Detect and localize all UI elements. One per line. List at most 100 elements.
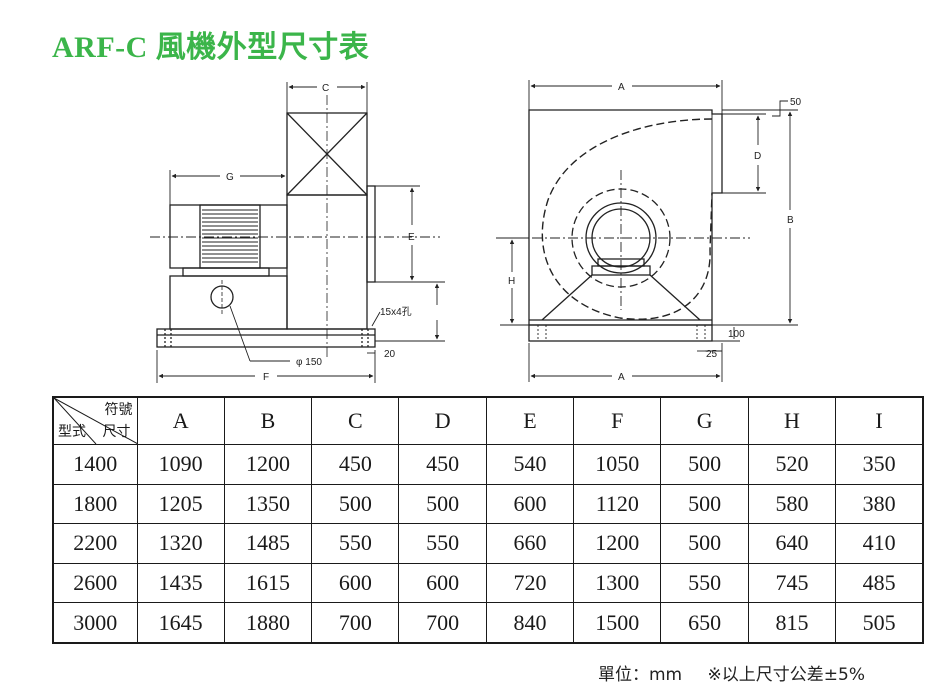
value-cell: 1645 xyxy=(136,602,225,644)
corner-label-model: 型式 xyxy=(58,425,86,440)
value-cell: 350 xyxy=(835,444,924,485)
value-cell: 550 xyxy=(311,523,400,564)
value-cell: 1500 xyxy=(573,602,662,644)
corner-label-symbol: 符號 xyxy=(104,403,133,418)
value-cell: 720 xyxy=(485,562,575,604)
value-cell: 1320 xyxy=(136,523,225,564)
value-cell: 1120 xyxy=(573,483,662,525)
dim-label-hole: 15x4孔 xyxy=(380,306,412,318)
value-cell: 550 xyxy=(660,562,749,604)
value-cell: 1485 xyxy=(223,523,313,564)
value-cell: 745 xyxy=(747,562,837,604)
value-cell: 500 xyxy=(660,444,749,485)
header-i: I xyxy=(835,396,924,445)
dim-label-100: 100 xyxy=(728,329,745,340)
fan-dimension-drawing: C G E F φ 150 15x4孔 20 xyxy=(150,80,802,383)
model-cell: 2200 xyxy=(52,523,138,564)
value-cell: 700 xyxy=(311,602,400,644)
model-cell: 3000 xyxy=(52,602,138,644)
header-h: H xyxy=(747,396,837,445)
header-g: G xyxy=(660,396,749,445)
value-cell: 540 xyxy=(485,444,575,485)
dim-label-a-top: A xyxy=(618,82,625,93)
value-cell: 600 xyxy=(311,562,400,604)
base-frame xyxy=(156,328,376,348)
corner-label-dimension: 尺寸 xyxy=(102,425,131,440)
value-cell: 380 xyxy=(835,483,924,525)
value-cell: 500 xyxy=(398,483,487,525)
dim-label-b: B xyxy=(787,215,794,226)
value-cell: 1350 xyxy=(223,483,313,525)
header-e: E xyxy=(485,396,575,445)
front-view-labels: A A B D H 50 100 25 xyxy=(508,82,802,383)
value-cell: 500 xyxy=(660,523,749,564)
pedestal xyxy=(169,275,288,330)
front-view xyxy=(496,80,798,382)
dim-label-25: 25 xyxy=(706,349,718,360)
value-cell: 600 xyxy=(485,483,575,525)
dim-label-g: G xyxy=(226,172,234,183)
table-header-row: 符號 尺寸 型式 A B C D E F G H I xyxy=(52,396,924,445)
value-cell: 1200 xyxy=(223,444,313,485)
value-cell: 1205 xyxy=(136,483,225,525)
front-base xyxy=(528,324,713,342)
value-cell: 520 xyxy=(747,444,837,485)
dim-label-20: 20 xyxy=(384,349,396,360)
value-cell: 500 xyxy=(660,483,749,525)
value-cell: 1435 xyxy=(136,562,225,604)
dim-label-e: E xyxy=(408,232,415,243)
page-title: ARF-C 風機外型尺寸表 xyxy=(52,31,370,64)
value-cell: 1050 xyxy=(573,444,662,485)
value-cell: 1300 xyxy=(573,562,662,604)
value-cell: 640 xyxy=(747,523,837,564)
side-view-labels: C G E F φ 150 15x4孔 20 xyxy=(226,83,415,383)
corner-header-cell: 符號 尺寸 型式 xyxy=(52,396,138,445)
dim-label-d: D xyxy=(754,151,761,162)
value-cell: 660 xyxy=(485,523,575,564)
side-view xyxy=(150,82,445,383)
motor-fins xyxy=(202,209,258,263)
scroll-outline xyxy=(541,118,713,320)
header-d: D xyxy=(398,396,487,445)
model-cell: 1800 xyxy=(52,483,138,525)
value-cell: 500 xyxy=(311,483,400,525)
value-cell: 550 xyxy=(398,523,487,564)
dim-label-f: F xyxy=(263,372,269,383)
value-cell: 650 xyxy=(660,602,749,644)
header-b: B xyxy=(223,396,313,445)
value-cell: 505 xyxy=(835,602,924,644)
model-cell: 1400 xyxy=(52,444,138,485)
value-cell: 1090 xyxy=(136,444,225,485)
value-cell: 600 xyxy=(398,562,487,604)
fan-housing-front xyxy=(528,109,723,326)
header-f: F xyxy=(573,396,662,445)
value-cell: 1200 xyxy=(573,523,662,564)
value-cell: 815 xyxy=(747,602,837,644)
value-cell: 450 xyxy=(311,444,400,485)
dim-label-phi150: φ 150 xyxy=(296,357,322,368)
tolerance-note: ※以上尺寸公差±5% xyxy=(707,665,865,685)
dim-label-h: H xyxy=(508,276,515,287)
value-cell: 1880 xyxy=(223,602,313,644)
corner-diagonal-lines xyxy=(54,398,138,444)
value-cell: 410 xyxy=(835,523,924,564)
value-cell: 1615 xyxy=(223,562,313,604)
model-cell: 2600 xyxy=(52,562,138,604)
dim-label-a-bottom: A xyxy=(618,372,625,383)
header-c: C xyxy=(311,396,400,445)
value-cell: 450 xyxy=(398,444,487,485)
footer-note: 單位：mm ※以上尺寸公差±5% xyxy=(598,660,883,685)
dim-label-50: 50 xyxy=(790,97,802,108)
header-a: A xyxy=(136,396,225,445)
value-cell: 485 xyxy=(835,562,924,604)
dim-label-c: C xyxy=(322,83,329,94)
unit-note: 單位：mm xyxy=(598,665,683,685)
value-cell: 580 xyxy=(747,483,837,525)
value-cell: 700 xyxy=(398,602,487,644)
